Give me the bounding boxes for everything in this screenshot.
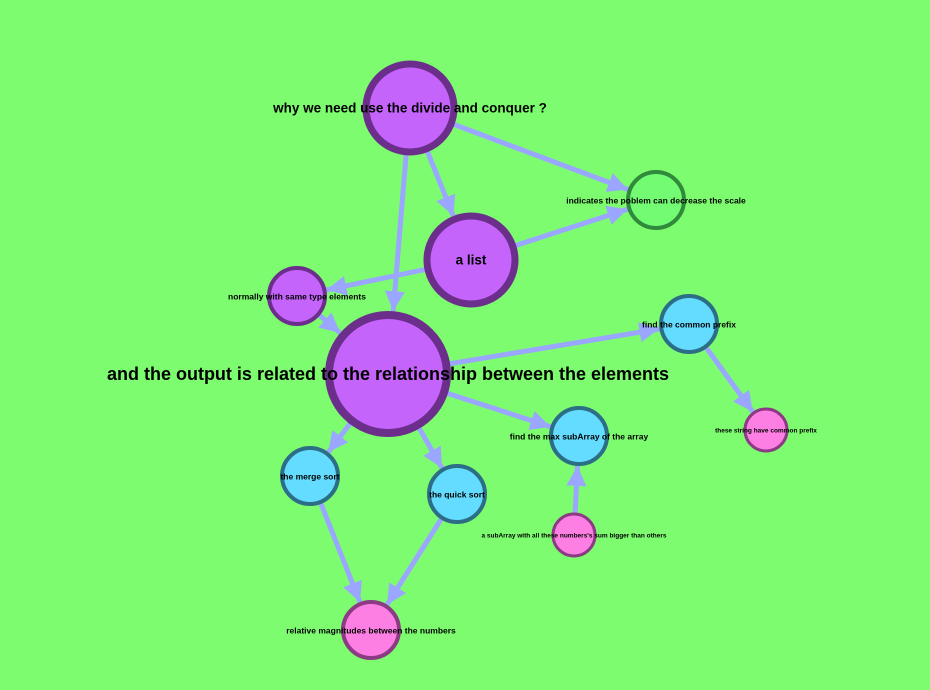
node-merge[interactable]: the merge sort — [280, 446, 340, 506]
node-circle-quick[interactable] — [427, 464, 487, 524]
node-relative[interactable]: relative magnitudes between the numbers — [286, 600, 456, 660]
edge-output-to-prefix — [445, 322, 660, 367]
node-circle-prefix[interactable] — [659, 294, 719, 354]
node-normally[interactable]: normally with same type elements — [228, 266, 366, 326]
edge-layer — [316, 121, 755, 606]
node-circle-output[interactable] — [325, 311, 451, 437]
node-circle-strings[interactable] — [743, 407, 789, 453]
node-layer: why we need use the divide and conquer ?… — [107, 60, 817, 660]
edge-why-to-alist — [424, 147, 456, 217]
node-subarr[interactable]: a subArray with all these numbers's sum … — [481, 512, 667, 558]
edge-quick-to-relative — [384, 516, 445, 606]
node-circle-maxsub[interactable] — [549, 406, 609, 466]
node-label-prefix: find the common prefix — [642, 319, 736, 329]
node-label-normally: normally with same type elements — [228, 291, 366, 301]
node-label-relative: relative magnitudes between the numbers — [286, 625, 456, 635]
node-quick[interactable]: the quick sort — [427, 464, 487, 524]
node-label-alist: a list — [456, 253, 487, 268]
node-circle-normally[interactable] — [267, 266, 327, 326]
node-label-strings: these string have common prefix — [715, 428, 817, 435]
edge-alist-to-normally — [325, 266, 429, 296]
node-circle-alist[interactable] — [423, 212, 519, 308]
edge-merge-to-relative — [317, 501, 363, 604]
edge-why-to-indicates — [450, 121, 629, 192]
node-output[interactable]: and the output is related to the relatio… — [107, 311, 669, 437]
node-why[interactable]: why we need use the divide and conquer ? — [272, 60, 547, 156]
edge-alist-to-indicates — [512, 205, 629, 249]
node-strings[interactable]: these string have common prefix — [715, 407, 817, 453]
edge-normally-to-output — [316, 312, 342, 335]
node-label-quick: the quick sort — [429, 489, 485, 499]
node-label-indicates: indicates the poblem can decrease the sc… — [566, 195, 746, 205]
edge-output-to-maxsub — [443, 389, 552, 431]
node-circle-why[interactable] — [362, 60, 458, 156]
node-alist[interactable]: a list — [423, 212, 519, 308]
edge-output-to-merge — [326, 419, 355, 454]
node-circle-indicates[interactable] — [626, 170, 686, 230]
node-label-output: and the output is related to the relatio… — [107, 364, 669, 384]
edge-output-to-quick — [415, 423, 445, 470]
node-circle-relative[interactable] — [341, 600, 401, 660]
node-label-subarr: a subArray with all these numbers's sum … — [481, 533, 666, 540]
node-label-why: why we need use the divide and conquer ? — [272, 101, 547, 116]
node-circle-merge[interactable] — [280, 446, 340, 506]
edge-subarr-to-maxsub — [566, 465, 587, 515]
node-prefix[interactable]: find the common prefix — [642, 294, 736, 354]
edge-why-to-output — [384, 151, 409, 312]
edge-prefix-to-strings — [703, 345, 755, 414]
node-label-maxsub: find the max subArray of the array — [510, 431, 649, 441]
node-circle-subarr[interactable] — [551, 512, 597, 558]
node-maxsub[interactable]: find the max subArray of the array — [510, 406, 649, 466]
node-indicates[interactable]: indicates the poblem can decrease the sc… — [566, 170, 746, 230]
node-label-merge: the merge sort — [280, 471, 339, 481]
